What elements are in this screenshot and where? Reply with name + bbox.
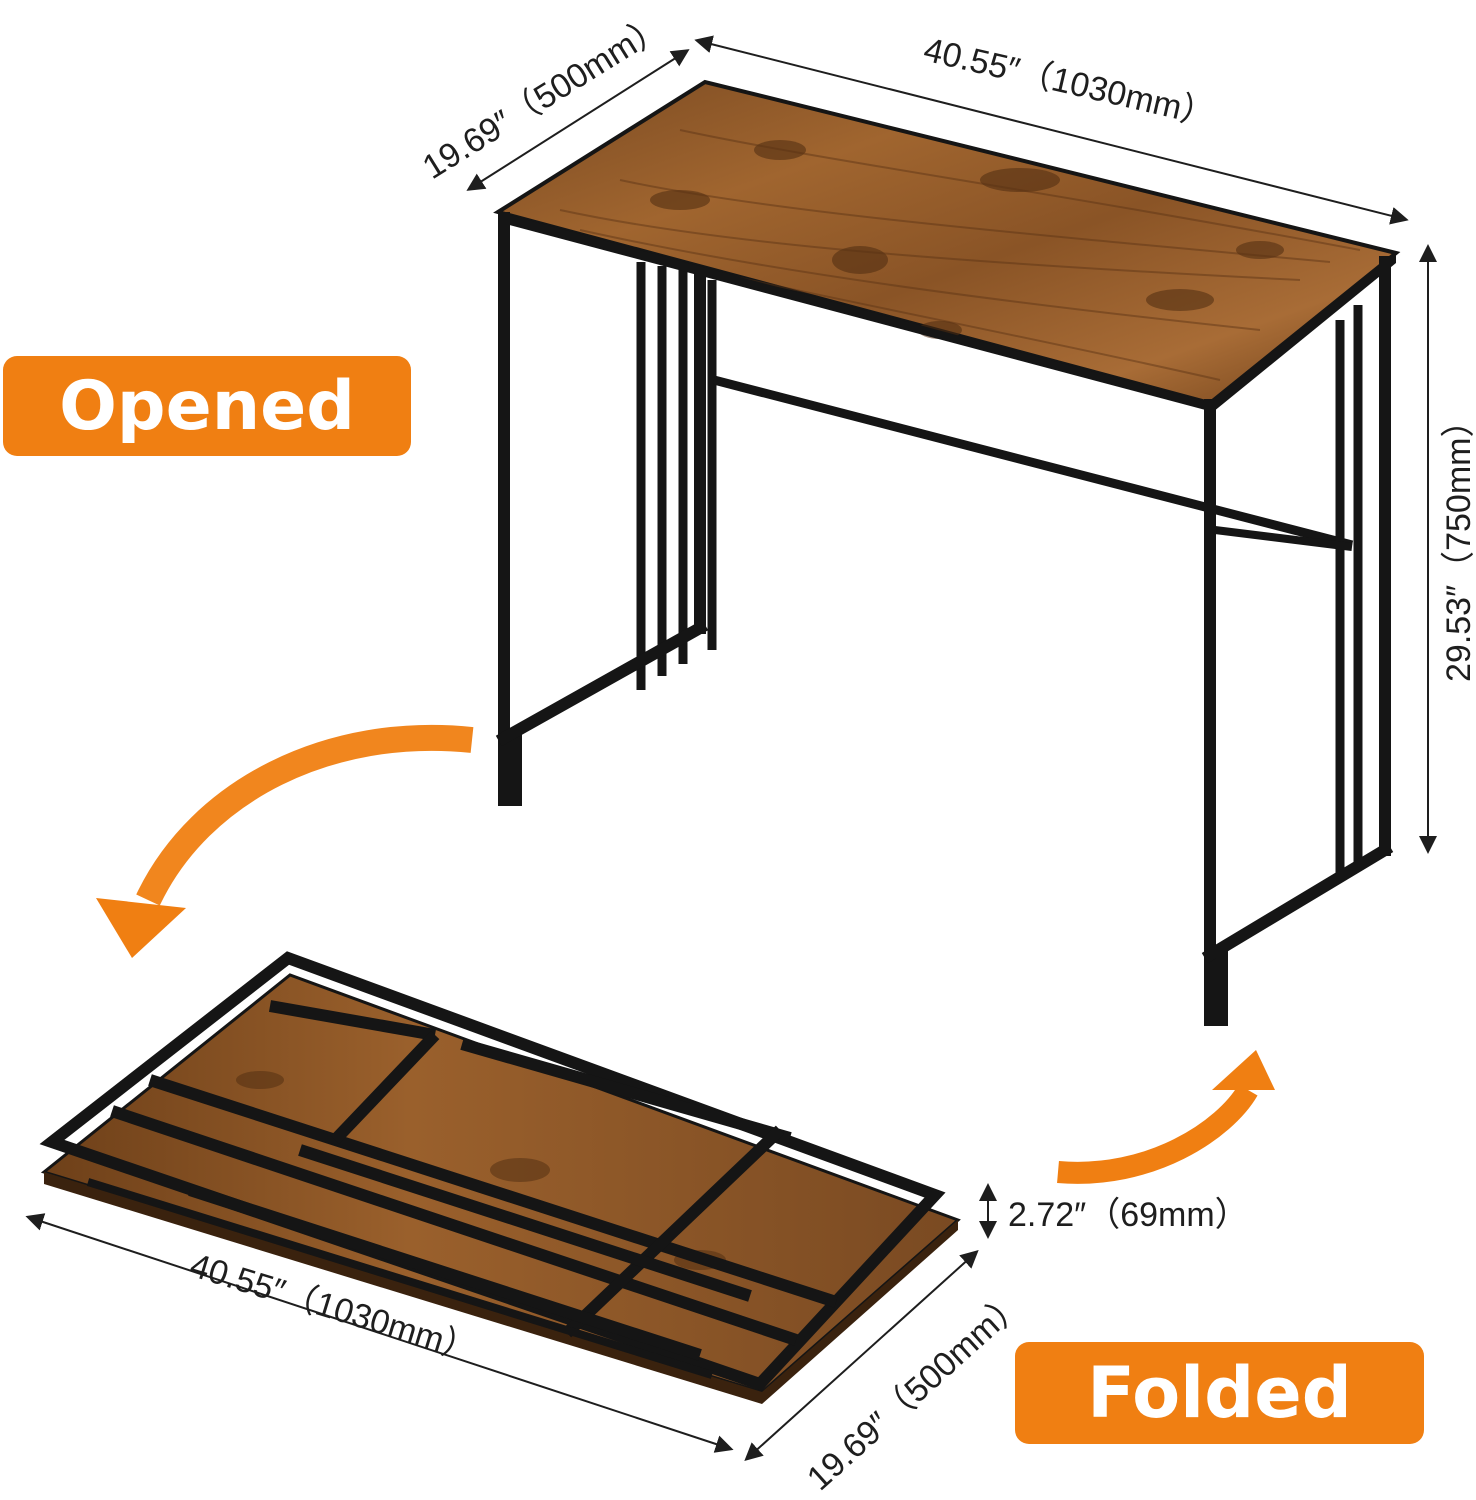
opened-desk-back-legs — [636, 262, 1363, 880]
unfold-arrow-icon — [1057, 1050, 1275, 1184]
fold-arrow-icon — [96, 724, 474, 958]
opened-dimension-lines — [466, 35, 1437, 854]
opened-badge-label: Opened — [59, 366, 355, 446]
folded-badge: Folded — [1015, 1342, 1424, 1444]
opened-height-label: 29.53″（750mm） — [1440, 404, 1476, 683]
opened-desk — [493, 79, 1401, 1026]
folded-thickness-label: 2.72″（69mm） — [1008, 1196, 1249, 1234]
folded-dimension-lines — [25, 1183, 997, 1462]
folded-badge-label: Folded — [1087, 1352, 1352, 1434]
opened-desk-front-legs — [495, 212, 1394, 1026]
folded-desk — [39, 951, 961, 1404]
opened-badge: Opened — [3, 356, 411, 456]
opened-width-label: 40.55″（1030mm） — [920, 31, 1218, 135]
